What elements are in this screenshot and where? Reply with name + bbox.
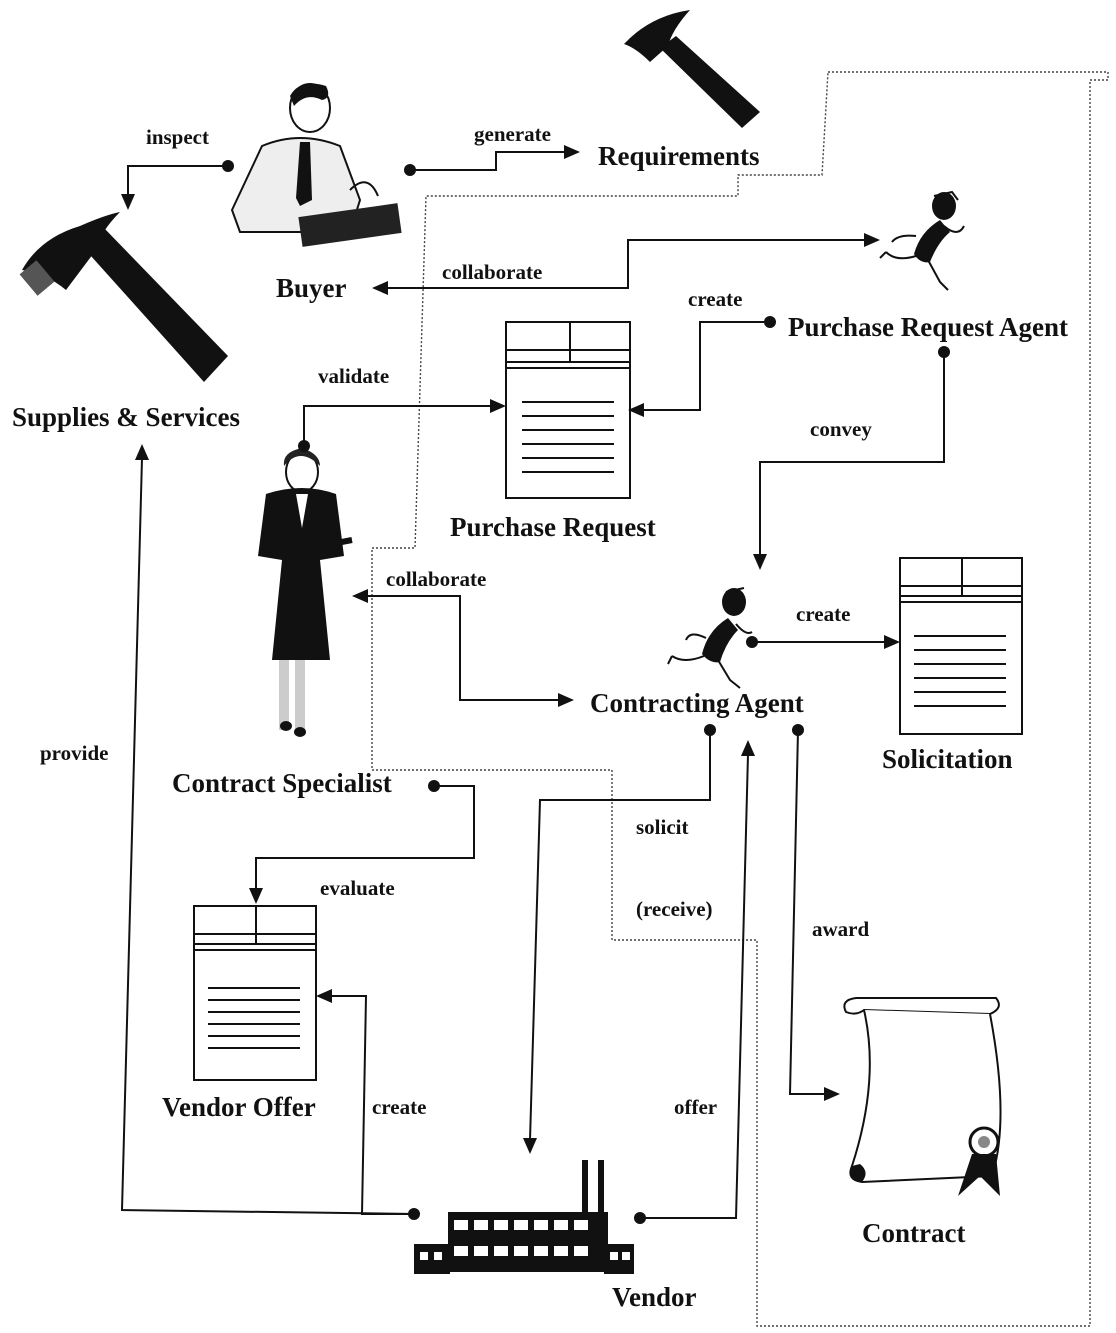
connector-solicit — [523, 724, 716, 1154]
connector-inspect — [121, 160, 234, 210]
factory-icon — [414, 1160, 634, 1274]
edge-label-convey: convey — [810, 417, 872, 441]
edge-label-create-pr: create — [688, 287, 742, 311]
node-contract: Contract — [862, 1218, 965, 1248]
connector-create-pr — [628, 316, 776, 417]
edge-label-provide: provide — [40, 741, 108, 765]
connector-provide — [120, 444, 420, 1220]
node-purchase-request: Purchase Request — [450, 512, 656, 542]
edge-label-validate: validate — [318, 364, 389, 388]
node-solicitation: Solicitation — [882, 744, 1013, 774]
hammer-icon — [624, 10, 760, 128]
edge-label-award: award — [812, 917, 869, 941]
runner-agent-icon — [667, 587, 753, 689]
buyer-person-icon — [230, 83, 402, 247]
agent-boundary — [371, 71, 1109, 1327]
connector-validate — [298, 399, 506, 452]
vendor-offer-form-icon — [193, 905, 317, 1081]
connector-collaborate-buyer — [372, 233, 880, 295]
node-vendor-offer: Vendor Offer — [162, 1092, 316, 1122]
node-requirements: Requirements — [598, 141, 760, 171]
contract-scroll-icon — [843, 997, 1002, 1196]
node-vendor: Vendor — [612, 1282, 697, 1312]
edge-label-create-offer: create — [372, 1095, 426, 1119]
connector-create-solicitation — [746, 635, 900, 649]
connector-award — [788, 724, 840, 1101]
node-contracting-agent: Contracting Agent — [590, 688, 804, 718]
purchase-request-form-icon — [505, 321, 631, 499]
hammer-icon — [19, 212, 228, 382]
edge-label-inspect: inspect — [146, 125, 209, 149]
edge-label-collaborate-buyer: collaborate — [442, 260, 542, 284]
edge-label-collaborate-cs: collaborate — [386, 567, 486, 591]
edge-label-generate: generate — [474, 122, 551, 146]
solicitation-form-icon — [899, 557, 1023, 735]
connector-collaborate-cs — [352, 589, 574, 707]
connector-evaluate — [249, 780, 475, 904]
edge-label-offer: offer — [674, 1095, 717, 1119]
connector-generate — [404, 145, 580, 176]
edge-label-solicit: solicit — [636, 815, 689, 839]
node-buyer: Buyer — [276, 273, 347, 303]
connector-offer — [634, 740, 755, 1224]
edge-label-evaluate: evaluate — [320, 876, 395, 900]
edge-label-receive: (receive) — [636, 897, 713, 921]
connector-create-offer — [316, 989, 414, 1215]
runner-agent-icon — [879, 190, 965, 291]
contract-specialist-person-icon — [258, 448, 353, 737]
edge-label-create-solicitation: create — [796, 602, 850, 626]
node-supplies-services: Supplies & Services — [12, 402, 240, 432]
node-contract-specialist: Contract Specialist — [172, 768, 392, 798]
node-purchase-request-agent: Purchase Request Agent — [788, 312, 1068, 342]
connector-convey — [753, 346, 950, 570]
